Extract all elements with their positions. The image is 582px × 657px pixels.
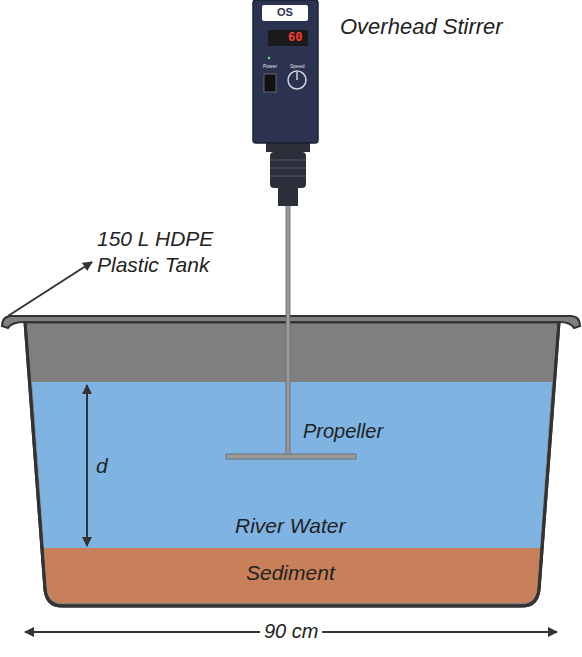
- stirrer-nose: [278, 188, 298, 206]
- dimension-label: 90 cm: [260, 620, 322, 643]
- switch-label: Power: [263, 64, 277, 70]
- river-water: [32, 382, 552, 548]
- tank-headspace: [28, 324, 556, 382]
- dimension-label: d: [96, 454, 108, 478]
- stirrer-housing: [253, 0, 318, 143]
- display-value: 60: [288, 31, 302, 45]
- brand-label: OS: [277, 6, 293, 19]
- speed-knob: [288, 71, 306, 89]
- layer-label: River Water: [235, 514, 345, 538]
- layer-label: Sediment: [246, 561, 335, 585]
- depth-arrow: [86, 385, 88, 546]
- tank-body: [25, 322, 559, 606]
- tank-outline: [25, 322, 559, 606]
- tank-leader: [8, 262, 92, 316]
- tank-label: 150 L HDPE Plastic Tank: [97, 226, 247, 279]
- brand-plate: [262, 5, 308, 21]
- display: [268, 30, 308, 46]
- tank-rim: [2, 316, 580, 328]
- stirrer-chuck: [270, 152, 306, 188]
- power-switch: [264, 74, 276, 92]
- sediment-layer: [44, 548, 540, 603]
- stirrer-shaft: [286, 205, 290, 457]
- device-label: Overhead Stirrer: [340, 14, 503, 39]
- part-label: Propeller: [303, 420, 383, 443]
- propeller-blade: [226, 454, 356, 459]
- knob-label: Speed: [290, 64, 304, 70]
